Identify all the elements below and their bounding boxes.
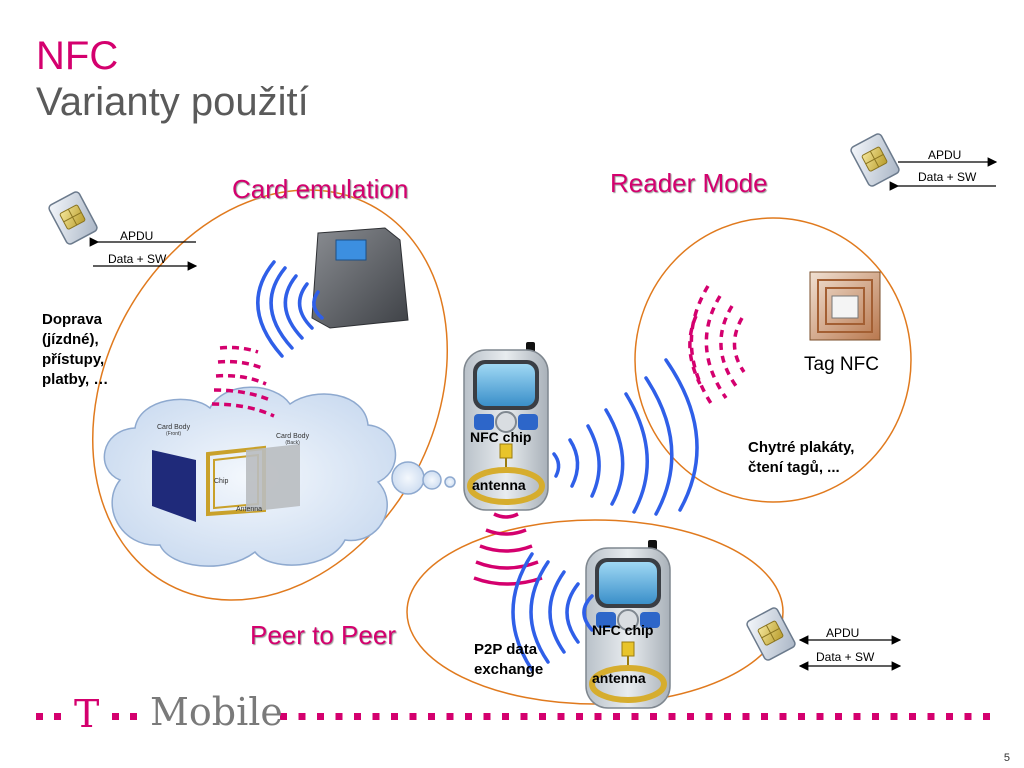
footer-dot xyxy=(946,713,953,720)
footer-dot xyxy=(335,713,343,720)
reader-mode-description: Chytré plakáty, čtení tagů, ... xyxy=(748,439,855,476)
footer-dot xyxy=(280,713,287,720)
footer-dot xyxy=(890,713,898,720)
card-antenna-label: Antenna xyxy=(236,506,263,513)
t-mobile-logo-t: T xyxy=(74,692,100,736)
footer-dot xyxy=(539,713,546,720)
tag-nfc-label: Tag NFC xyxy=(804,354,879,375)
card-chip-label: Chip xyxy=(214,478,229,485)
footer-dot xyxy=(298,713,306,720)
card-emulation-label: Card emulation xyxy=(232,174,409,204)
sim-card-icon xyxy=(46,189,100,247)
p2p-description: P2P data exchange xyxy=(474,641,544,678)
page-number: 5 xyxy=(1003,752,1010,764)
antenna-label: antenna xyxy=(472,477,526,493)
footer-dot xyxy=(927,713,935,720)
apdu-label: APDU xyxy=(120,229,154,243)
footer-dot xyxy=(557,713,565,720)
footer-dot xyxy=(779,713,787,720)
tag-waves xyxy=(688,285,746,409)
footer-dot xyxy=(391,713,398,720)
footer-dot xyxy=(964,713,972,720)
footer-dot xyxy=(317,713,324,720)
footer-dot xyxy=(446,713,454,720)
card-reader-icon xyxy=(311,227,409,329)
footer-dot xyxy=(816,713,824,720)
footer-dot xyxy=(705,713,713,720)
data-sw-label: Data + SW xyxy=(816,650,875,664)
footer-dot xyxy=(668,713,676,720)
footer-dot xyxy=(742,713,750,720)
card-emulation-description: Doprava (jízdné), přístupy, platby, … xyxy=(42,311,109,388)
footer-dot xyxy=(909,713,916,720)
thought-cloud-icon xyxy=(103,386,456,567)
footer-dot xyxy=(835,713,842,720)
footer-dot xyxy=(465,713,472,720)
slide-title: NFC xyxy=(36,34,119,78)
footer-dot xyxy=(650,713,657,720)
footer-dot xyxy=(502,713,509,720)
footer-dot xyxy=(520,713,528,720)
peer-to-peer-label: Peer to Peer xyxy=(250,620,396,650)
footer-dot xyxy=(687,713,694,720)
card-back-label: Card Body(Back) xyxy=(276,433,310,446)
footer-dot xyxy=(483,713,491,720)
slide-subtitle: Varianty použití xyxy=(36,80,309,124)
footer-dot xyxy=(354,713,361,720)
nfc-chip-label: NFC chip xyxy=(592,622,654,638)
apdu-label: APDU xyxy=(826,626,860,640)
phone-waves xyxy=(552,358,699,516)
card-front-label: Card Body(Front) xyxy=(157,424,191,437)
apdu-arrows-card xyxy=(89,237,198,271)
apdu-arrows-p2p xyxy=(798,635,902,671)
footer-dot xyxy=(853,713,861,720)
sim-card-icon xyxy=(744,605,798,663)
antenna-label: antenna xyxy=(592,670,646,686)
p2p-blue-waves xyxy=(511,552,594,672)
footer-dot xyxy=(631,713,639,720)
reader-waves xyxy=(256,260,324,358)
footer-dot xyxy=(594,713,602,720)
footer-dot xyxy=(613,713,620,720)
footer-dot xyxy=(428,713,435,720)
t-mobile-logo-text: Mobile xyxy=(150,690,283,734)
nfc-tag-icon xyxy=(809,271,881,341)
apdu-label: APDU xyxy=(928,148,962,162)
sim-card-icon xyxy=(848,131,902,189)
reader-mode-orbit xyxy=(634,217,912,503)
footer-dot xyxy=(576,713,583,720)
footer-dot xyxy=(983,713,990,720)
footer-dot-row xyxy=(280,713,990,720)
footer-dot xyxy=(409,713,417,720)
footer-dot xyxy=(724,713,731,720)
footer-dot xyxy=(798,713,805,720)
footer-dot xyxy=(372,713,380,720)
nfc-chip-label: NFC chip xyxy=(470,429,532,445)
apdu-arrows-reader xyxy=(889,157,998,191)
reader-mode-label: Reader Mode xyxy=(610,168,768,198)
emulation-waves xyxy=(211,345,275,418)
footer-dot xyxy=(761,713,768,720)
data-sw-label: Data + SW xyxy=(108,252,167,266)
p2p-magenta-waves xyxy=(473,512,543,586)
data-sw-label: Data + SW xyxy=(918,170,977,184)
footer-dot xyxy=(872,713,879,720)
footer-dots xyxy=(36,713,137,720)
